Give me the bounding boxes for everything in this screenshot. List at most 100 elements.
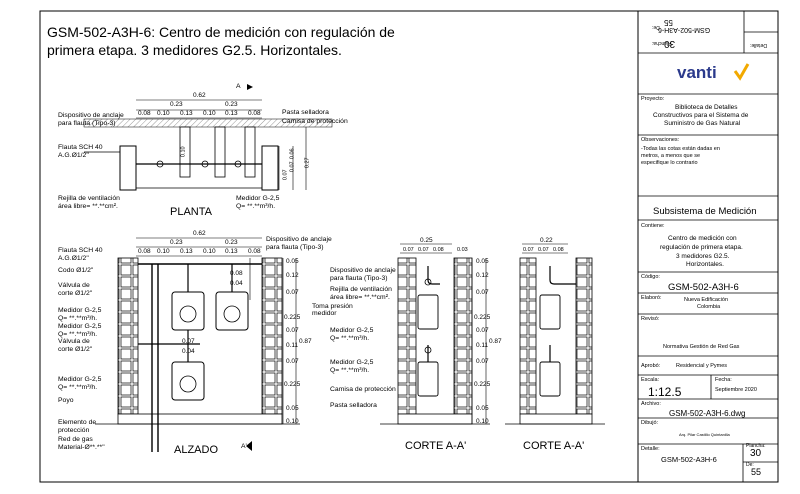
c1-dim: 0.08 — [433, 247, 444, 253]
elev-dim-right: 0.10 — [286, 418, 299, 425]
c1-label-anchor2: para flauta (Tipo-3) — [330, 275, 388, 282]
tb-obs-line: -Todas las cotas están dadas en — [641, 146, 720, 152]
elev-label-valve3: Válvula de — [58, 338, 90, 345]
elev-label-flauta2: A.G.Ø1/2" — [58, 255, 89, 262]
c1-dim-right: 0.07 — [476, 289, 489, 296]
elev-label-anchor2: para flauta (Tipo-3) — [266, 244, 324, 251]
elev-label-valve1: Válvula de — [58, 282, 90, 289]
c1-label-vent2: área libre= **.**cm². — [330, 294, 390, 301]
section-view-2 — [505, 243, 605, 425]
tb-escala: 1:12.5 — [648, 385, 682, 399]
sheet-border — [39, 10, 779, 483]
elev-section-marker: A' — [241, 443, 247, 450]
elev-dim-right: 0.11 — [286, 342, 299, 349]
plan-label-sleeve: Camisa de protección — [282, 118, 348, 125]
elev-label-meter-b2: Q= **.**m³/h. — [58, 331, 98, 338]
plan-dim: 0.10 — [157, 110, 170, 117]
plan-label-meter1: Medidor G-2,5 — [236, 195, 280, 202]
tb-obs-line: metros, a menos que se — [641, 153, 701, 159]
tb-obs-label: Observaciones: — [641, 137, 680, 143]
section-view-1 — [380, 243, 490, 425]
elevation-view — [95, 237, 300, 452]
tb-fecha: Septiembre 2020 — [715, 387, 757, 393]
tb-rotated-detail-label: Detalle: — [750, 42, 767, 48]
elev-dim-right: 0.225 — [284, 381, 301, 388]
tb-rotated-code: GSM-502-A3H-6 — [658, 26, 711, 33]
elev-dim: 0.08 — [138, 248, 151, 255]
c1-dim: 0.07 — [418, 247, 429, 253]
tb-subsystem: Subsistema de Medición — [653, 206, 757, 217]
elev-dim-right: 0.12 — [286, 272, 299, 279]
c1-dim-right: 0.11 — [476, 342, 489, 349]
elev-inner-dim: 0.07 — [182, 338, 195, 345]
elev-dim: 0.13 — [180, 248, 193, 255]
tb-elaboro-label: Elaboró: — [641, 295, 662, 301]
elev-label-red1: Red de gas — [58, 436, 93, 443]
tb-contiene-line: Horizontales. — [686, 261, 724, 268]
c2-dim: 0.07 — [523, 247, 534, 253]
elev-dim-right: 0.07 — [286, 327, 299, 334]
plan-label-flauta2: A.G.Ø1/2" — [58, 152, 89, 159]
elev-label-meter-b1: Medidor G-2,5 — [58, 323, 102, 330]
brand-logo: vanti — [677, 63, 717, 82]
plan-label-seal: Pasta selladora — [282, 109, 329, 116]
plan-label-meter2: Q= **.**m³/h. — [236, 203, 276, 210]
elev-caption: ALZADO — [174, 444, 219, 456]
elev-label-red2: Material-Ø**.**" — [58, 444, 105, 451]
plan-dim-side: 0.27 — [304, 157, 311, 169]
elev-dim-right: 0.05 — [286, 258, 299, 265]
elev-label-anchor1: Dispositivo de anclaje — [266, 236, 332, 243]
title-block-lines — [638, 11, 778, 482]
tb-codigo: GSM-502-A3H-6 — [668, 282, 739, 293]
elev-label-poyo: Poyo — [58, 397, 74, 404]
plan-dim: 0.08 — [248, 110, 261, 117]
tb-contiene-line: 3 medidores G2.5. — [676, 253, 730, 260]
elev-dim: 0.13 — [225, 248, 238, 255]
tb-reviso-label: Revisó: — [641, 316, 660, 322]
c2-dim: 0.08 — [553, 247, 564, 253]
c2-dim: 0.07 — [538, 247, 549, 253]
tb-proyecto-line: Biblioteca de Detalles — [675, 104, 738, 111]
elev-inner-dim: 0.04 — [182, 348, 195, 355]
c1-label-anchor1: Dispositivo de anclaje — [330, 267, 396, 274]
c1-dim-right: 0.05 — [476, 405, 489, 412]
plan-dim: 0.13 — [225, 110, 238, 117]
plan-label-vent1: Rejilla de ventilación — [58, 195, 120, 202]
tb-rotated-of: 55 — [664, 18, 673, 27]
c1-dim-right: 0.12 — [476, 272, 489, 279]
tb-proyecto-line: Suministro de Gas Natural — [664, 120, 741, 127]
plan-dim: 0.10 — [203, 110, 216, 117]
c1-caption: CORTE A-A' — [405, 440, 467, 452]
tb-rotated-of-label: De: — [652, 24, 660, 30]
plan-caption: PLANTA — [170, 206, 212, 218]
plan-label-anchor2: para flauta (Tipo-3) — [58, 120, 116, 127]
elev-dim: 0.10 — [203, 248, 216, 255]
c1-label-toma2: medidor — [312, 310, 337, 317]
elev-label-flauta1: Flauta SCH 40 — [58, 247, 103, 254]
c1-dim-right: 0.10 — [476, 418, 489, 425]
plan-label-flauta1: Flauta SCH 40 — [58, 144, 103, 151]
plan-dim-side: 0.07 — [289, 161, 296, 173]
c2-dim-total: 0.22 — [540, 237, 553, 244]
elev-dim-total-right: 0.87 — [299, 338, 312, 345]
c1-label-toma1: Toma presión — [312, 303, 353, 310]
tb-elaboro-line: Nueva Edificación — [684, 297, 729, 303]
tb-detalle: GSM-502-A3H-6 — [661, 455, 717, 464]
plan-dim-right: 0.23 — [225, 101, 238, 108]
elev-dim-right: 0.23 — [225, 239, 238, 246]
c1-label-sleeve: Camisa de protección — [330, 386, 396, 393]
elev-label-meter-c1: Medidor G-2,5 — [58, 376, 102, 383]
tb-dibujo-label: Dibujó: — [641, 420, 659, 426]
plan-dim-010: 0.10 — [180, 146, 187, 158]
c1-dim-right: 0.225 — [474, 381, 491, 388]
c1-dim-right: 0.07 — [476, 327, 489, 334]
elev-dim-right: 0.05 — [286, 405, 299, 412]
plan-label-vent2: área libre= **.**cm². — [58, 203, 118, 210]
tb-reviso: Normativa Gestión de Red Gas — [663, 344, 740, 350]
c1-label-meter-b2: Q= **.**m³/h. — [330, 367, 370, 374]
tb-rotated-sheet: 30 — [664, 38, 676, 49]
tb-obs-line: especifique lo contrario — [641, 160, 698, 166]
tb-contiene-label: Contiene: — [641, 223, 665, 229]
elev-dim-right: 0.07 — [286, 358, 299, 365]
